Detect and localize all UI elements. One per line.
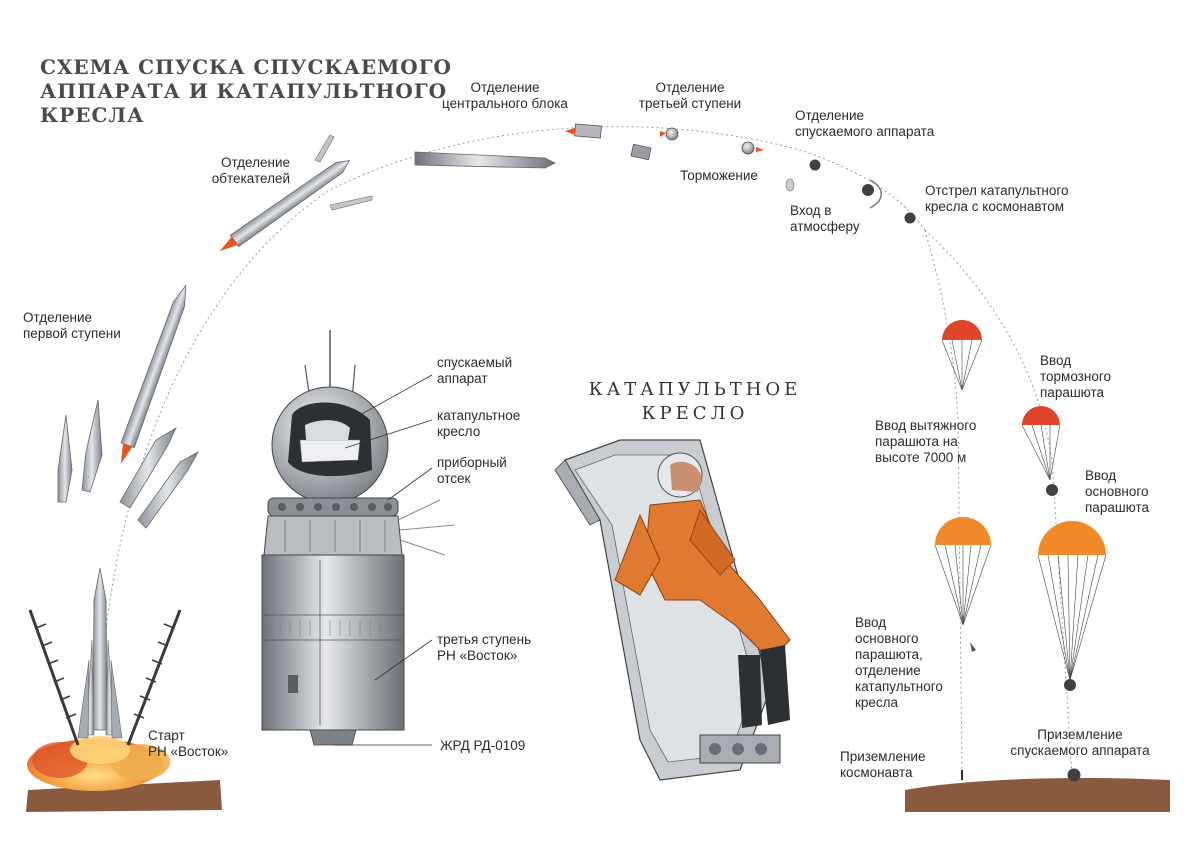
vostok-spacecraft [261, 330, 456, 746]
ejection-seat-illustration [554, 439, 791, 781]
label-drogue-chute: Ввод тормозного парашюта [1040, 353, 1111, 400]
label-atmosphere-entry: Вход в атмосферу [790, 203, 860, 234]
rocket-ascending [120, 284, 187, 464]
central-block [414, 151, 556, 169]
label-central-block-sep: Отделение центрального блока [442, 80, 568, 111]
label-cosmonaut-landing: Приземление космонавта [840, 749, 926, 780]
capsule-trajectory-markers [741, 141, 916, 224]
pilot-parachute [941, 320, 983, 391]
label-first-stage-sep: Отделение первой ступени [23, 310, 121, 341]
label-fairing-sep: Отделение обтекателей [211, 155, 290, 186]
label-descent-module: спускаемый аппарат [437, 355, 513, 386]
diagram-title: СХЕМА СПУСКА СПУСКАЕМОГО АППАРАТА И КАТА… [40, 55, 452, 127]
label-pilot-chute: Ввод вытяжного парашюта на высоте 7000 м [875, 418, 977, 465]
drogue-parachute [1021, 406, 1061, 496]
capsule-descent-line [924, 229, 1073, 776]
capsule-main-parachute [1037, 521, 1107, 782]
third-stage-sep [565, 123, 679, 161]
label-seat-ejection: Отстрел катапультного кресла с космонавт… [925, 183, 1069, 214]
first-stage-boosters [57, 399, 200, 529]
label-instrument-compartment: приборный отсек [437, 455, 507, 486]
rocket-fairing-sep [219, 160, 350, 252]
label-start: Старт РН «Восток» [148, 728, 229, 759]
label-main-chute-seat-sep: Ввод основного парашюта, отделение катап… [855, 615, 943, 710]
fairings [314, 134, 373, 211]
label-engine: ЖРД РД-0109 [440, 738, 526, 753]
ejection-seat-title: КАТАПУЛЬТНОЕ КРЕСЛО [588, 379, 802, 424]
cosmonaut-main-parachute [934, 517, 992, 652]
label-main-chute: Ввод основного парашюта [1085, 468, 1150, 515]
launch-tower [28, 609, 182, 746]
rocket-on-pad [77, 567, 123, 739]
label-braking: Торможение [680, 168, 758, 183]
label-capsule-sep: Отделение спускаемого аппарата [795, 108, 935, 139]
label-capsule-landing: Приземление спускаемого аппарата [1010, 727, 1150, 758]
landing-ground [905, 778, 1170, 812]
trajectory-line [99, 126, 926, 701]
label-third-stage-sep: Отделение третьей ступени [638, 80, 742, 111]
launch-fire [27, 736, 170, 791]
label-ejection-seat-part: катапультное кресло [437, 408, 521, 439]
label-third-stage-part: третья ступень РН «Восток» [437, 632, 532, 663]
